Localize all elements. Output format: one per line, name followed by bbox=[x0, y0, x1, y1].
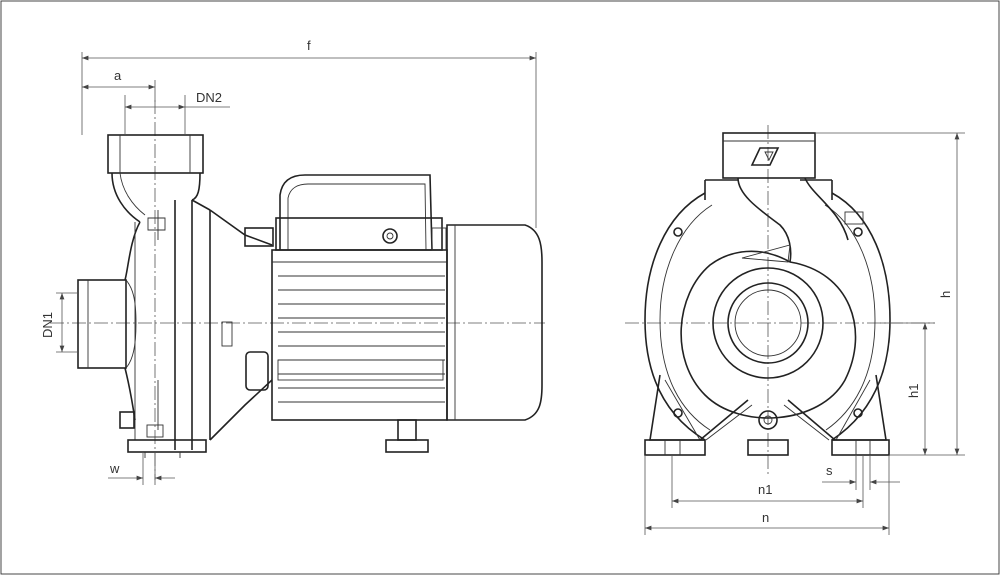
dimension-a: a bbox=[82, 68, 155, 90]
front-discharge-outlet bbox=[722, 132, 849, 263]
dimension-n1: n1 bbox=[672, 482, 863, 504]
pump-side-view bbox=[50, 52, 545, 485]
motor-body bbox=[271, 249, 448, 421]
pump-casing bbox=[119, 199, 211, 450]
bolt-icon bbox=[673, 408, 683, 418]
dimension-dn2: DN2 bbox=[125, 90, 230, 110]
discharge-outlet bbox=[107, 134, 204, 223]
brand-logo-icon bbox=[750, 147, 780, 166]
dimension-label-f: f bbox=[307, 38, 311, 53]
dimension-label-a: a bbox=[114, 68, 122, 83]
bolt-icon bbox=[673, 227, 683, 237]
terminal-box bbox=[275, 174, 447, 251]
suction-inlet bbox=[77, 279, 137, 369]
front-base bbox=[644, 439, 890, 456]
volute-outer-casing bbox=[644, 179, 891, 441]
bolt-holes bbox=[673, 211, 864, 430]
bolt-icon bbox=[853, 227, 863, 237]
dimension-label-n: n bbox=[762, 510, 769, 525]
bolt-icon bbox=[853, 408, 863, 418]
dimension-label-h1: h1 bbox=[906, 384, 921, 398]
volute-spiral bbox=[680, 244, 857, 419]
pump-front-view bbox=[625, 125, 965, 535]
terminal-screw-icon bbox=[382, 228, 398, 244]
drain-plug-icon bbox=[758, 410, 778, 430]
motor-foot bbox=[385, 419, 429, 453]
dimension-h: h bbox=[938, 133, 960, 455]
motor-bracket bbox=[209, 209, 274, 441]
casing-foot bbox=[127, 439, 207, 458]
fan-cover bbox=[446, 224, 543, 421]
dimension-n: n bbox=[645, 510, 889, 531]
dimension-label-n1: n1 bbox=[758, 482, 772, 497]
dimension-label-s: s bbox=[826, 463, 833, 478]
dimension-w: w bbox=[108, 461, 175, 481]
dimension-h1: h1 bbox=[906, 323, 928, 455]
dimension-label-h: h bbox=[938, 291, 953, 298]
dimension-f: f bbox=[82, 38, 536, 61]
dimension-label-dn2: DN2 bbox=[196, 90, 222, 105]
dimension-label-w: w bbox=[109, 461, 120, 476]
dimension-dn1: DN1 bbox=[40, 293, 65, 352]
suction-eye bbox=[712, 267, 824, 379]
dimension-s: s bbox=[822, 463, 900, 485]
dimension-label-dn1: DN1 bbox=[40, 312, 55, 338]
